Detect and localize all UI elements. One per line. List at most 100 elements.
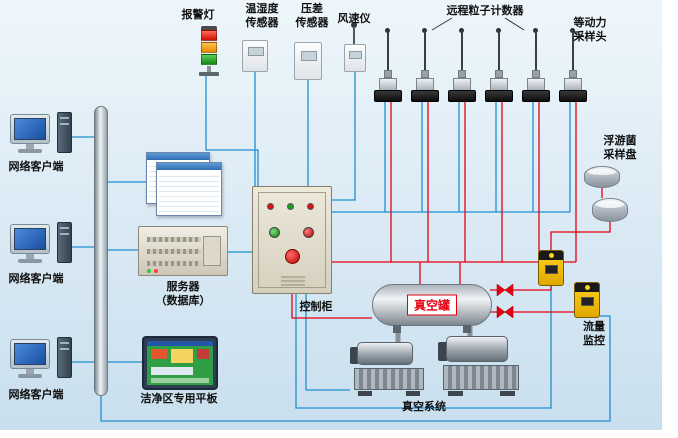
tablet-screen-block [197, 349, 209, 359]
flow-monitor-led [585, 285, 590, 290]
sampling-head-tip [385, 28, 390, 33]
vacuum-pump-icon [438, 334, 524, 396]
network-backbone-pipe [94, 106, 108, 396]
vacuum-lines [291, 100, 611, 319]
particle-counter [559, 28, 587, 102]
cabinet-lamp-red [267, 203, 274, 210]
monitor-neck [26, 144, 34, 149]
particle-counter [374, 28, 402, 102]
counter-neck [532, 70, 540, 78]
monitor-neck [26, 254, 34, 259]
sampling-head-antenna [461, 31, 463, 71]
sensor-display [349, 51, 362, 59]
counter-neck [421, 70, 429, 78]
dish-lid [596, 200, 624, 208]
network-client-pc [10, 337, 80, 387]
anemometer-probe [353, 26, 355, 44]
sampling-head-antenna [572, 31, 574, 71]
valve-icons [496, 283, 514, 319]
cabinet-button-red [303, 227, 314, 238]
server-icon [138, 226, 228, 276]
alarm-cap [201, 26, 217, 30]
vacuum-tank-icon: 真空罐 [372, 284, 492, 333]
network-client-label: 网络客户端 [8, 388, 64, 401]
tank-leg [463, 325, 471, 333]
flow-monitor-window [581, 297, 594, 306]
data-table-window [156, 162, 222, 216]
pressure-sensor-icon [294, 42, 322, 80]
cabinet-emergency-button [285, 249, 300, 264]
pump-fins [354, 368, 424, 390]
alarm-base [199, 72, 219, 76]
pump-foot [448, 391, 463, 396]
pump-end-cap [350, 347, 359, 364]
network-client-pc [10, 112, 80, 162]
tank-leg [393, 325, 401, 333]
flow-monitor-icon [538, 250, 564, 286]
tablet-screen [147, 341, 213, 385]
vacuum-pump-icon [350, 340, 428, 396]
server-power-led [147, 269, 151, 273]
sensor-display [248, 47, 264, 56]
counter-base [485, 90, 513, 102]
server-status-led [154, 269, 158, 273]
monitor-screen [14, 118, 46, 140]
cabinet-button-green [269, 227, 280, 238]
alarm-light-label: 报警灯 [181, 8, 215, 21]
pressure-sensor-label: 压差 传感器 [295, 2, 329, 30]
pump-foot [358, 391, 372, 396]
cabinet-lamp-green [287, 203, 294, 210]
alarm-green-segment [201, 54, 217, 65]
temp-humidity-sensor-label: 温湿度 传感器 [245, 2, 279, 30]
window-titlebar [147, 153, 209, 160]
monitor-screen [14, 343, 46, 365]
server-drive-bay [203, 236, 221, 266]
bacteria-sampler-dish [592, 198, 628, 222]
sampling-head-tip [533, 28, 538, 33]
counter-base [559, 90, 587, 102]
alarm-tower-light-icon [198, 26, 220, 76]
particle-counter-label: 远程粒子计数器 [446, 4, 524, 17]
anemometer-probe-tip [351, 22, 357, 28]
server-vent [147, 237, 201, 242]
pointer-lines [431, 17, 585, 37]
monitor-stand [18, 259, 42, 263]
pc-tower-icon [57, 337, 72, 378]
alarm-red-segment [201, 30, 217, 41]
monitor-stand [18, 149, 42, 153]
counter-base [411, 90, 439, 102]
counter-base [522, 90, 550, 102]
cabinet-door [258, 192, 326, 288]
counter-base [374, 90, 402, 102]
flow-monitor-window [545, 265, 558, 274]
monitor-icon [10, 114, 50, 144]
cabinet-lamp-red [307, 203, 314, 210]
server-label: 服务器 （数据库） [155, 280, 211, 308]
monitor-icon [10, 224, 50, 254]
sampling-head-tip [570, 28, 575, 33]
tablet-screen-block [151, 378, 209, 383]
sampling-head-tip [422, 28, 427, 33]
counter-neck [569, 70, 577, 78]
signal-wires [68, 72, 611, 422]
sampling-head-antenna [498, 31, 500, 71]
sampling-head-tip [496, 28, 501, 33]
particle-counter [411, 28, 439, 102]
vacuum-system-label: 真空系统 [402, 400, 446, 413]
bacteria-sampler-label: 浮游菌 采样盘 [603, 134, 637, 162]
monitor-screen [14, 228, 46, 250]
pc-tower-icon [57, 112, 72, 153]
anemometer-label: 风速仪 [337, 12, 371, 25]
flow-monitor-label: 流量 监控 [583, 320, 605, 348]
network-client-pc [10, 222, 80, 272]
sampling-head-antenna [535, 31, 537, 71]
tablet-screen-titlebar [147, 341, 213, 346]
monitor-stand [18, 374, 42, 378]
pump-foot [406, 391, 420, 396]
counter-base [448, 90, 476, 102]
anemometer-icon [344, 44, 366, 72]
particle-counter [448, 28, 476, 102]
flow-monitor-led [549, 253, 554, 258]
sensor-display [301, 51, 317, 61]
